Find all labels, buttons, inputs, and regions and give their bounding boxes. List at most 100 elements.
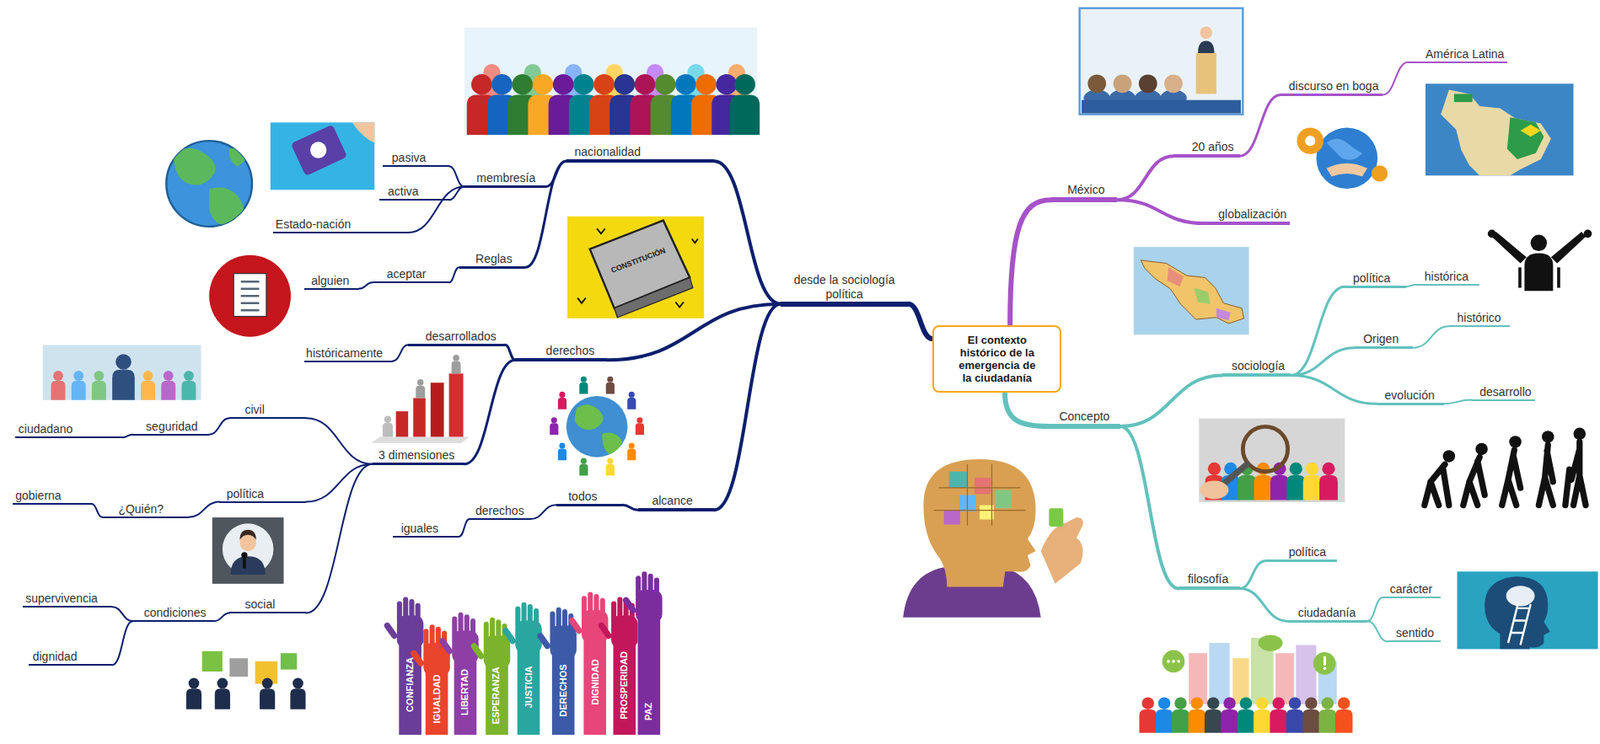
raised-hands-illustration — [485, 658, 509, 736]
bar-chart-illustration — [382, 416, 393, 438]
latin-america-map — [1520, 124, 1541, 138]
raised-hands-illustration — [617, 597, 623, 624]
topic-text: Origen — [1363, 332, 1399, 347]
topic-text: desde la sociología política — [785, 273, 904, 302]
topic-text: derechos — [546, 343, 596, 359]
topic-node: política — [219, 487, 307, 504]
topic-node: pasiva — [382, 150, 450, 167]
raised-hands-illustration — [515, 606, 521, 629]
bar-chart-illustration — [371, 354, 470, 444]
city-people-illustration — [1335, 697, 1354, 733]
raised-hands-illustration — [521, 602, 527, 629]
raised-hands-illustration — [423, 628, 429, 652]
constitution-book-illustration — [567, 216, 704, 319]
city-people-illustration — [1166, 660, 1171, 664]
raised-hands-illustration — [451, 617, 457, 640]
topic-node: ciudadano — [15, 422, 123, 439]
topic-node: histórico — [1449, 311, 1511, 328]
constitution-book-illustration — [577, 228, 698, 307]
branch-connector — [112, 621, 133, 666]
flags-people-illustration — [464, 27, 758, 135]
topic-node: Reglas — [459, 252, 527, 269]
speaker-illustration — [212, 517, 285, 585]
speaker-illustration — [222, 523, 274, 575]
city-people-illustration — [1257, 634, 1283, 651]
branch-connector — [1290, 348, 1355, 376]
puzzle-head-illustration — [994, 489, 1011, 509]
puzzle-head-illustration — [949, 472, 968, 489]
lecture-illustration — [1079, 8, 1244, 115]
topic-node: sentido — [1387, 626, 1441, 643]
topic-node: 3 dimensiones — [372, 448, 465, 466]
topic-text: condiciones — [144, 606, 207, 621]
central-topic-text: El contexto histórico de la emergencia d… — [954, 333, 1040, 385]
branch-connector — [1240, 561, 1266, 590]
topic-text: política — [1288, 545, 1327, 560]
topic-node: desarrollo — [1471, 385, 1535, 402]
hand-word: DIGNIDAD — [590, 660, 600, 706]
lecture-illustration — [1164, 74, 1183, 93]
topic-text: desarrollo — [1479, 385, 1531, 400]
globe-icon — [166, 140, 253, 227]
branch-connector — [530, 504, 556, 520]
city-people-illustration — [1176, 660, 1181, 664]
magnifier-crowd-illustration — [1286, 462, 1305, 501]
hand-word: IGUALDAD — [432, 674, 442, 724]
handshake-globe-illustration — [1296, 127, 1323, 154]
magnifier-crowd-illustration — [1200, 480, 1230, 500]
city-people-illustration — [1302, 697, 1321, 733]
mexico-map — [1133, 246, 1250, 335]
evolution-silhouettes — [1424, 441, 1586, 505]
lecture-illustration — [1113, 74, 1133, 93]
raised-hands-illustration — [552, 648, 575, 736]
branch-connector — [622, 504, 638, 511]
raised-hands-illustration — [438, 612, 479, 736]
city-people-illustration — [1188, 697, 1207, 733]
raised-hands-illustration — [501, 602, 543, 736]
orator-silhouette — [1492, 231, 1586, 264]
book-title: CONSTITUCIÓN — [610, 246, 667, 275]
world-children-illustration — [601, 433, 623, 457]
tablet-illustration — [290, 124, 348, 177]
handshake-globe-illustration — [1326, 139, 1363, 161]
raised-hands-illustration — [635, 575, 641, 599]
raised-hands-illustration — [457, 612, 463, 639]
central-topic-box: El contexto histórico de la emergencia d… — [932, 325, 1062, 393]
world-children-illustration — [549, 376, 645, 477]
branch-connector — [1367, 597, 1383, 622]
raised-hands-illustration — [438, 637, 454, 656]
city-people-illustration — [1162, 650, 1186, 674]
lecture-illustration — [1197, 40, 1214, 54]
brain-ladder-illustration — [1508, 602, 1531, 646]
raised-hands-illustration — [536, 632, 552, 651]
topic-text: 20 años — [1191, 139, 1235, 155]
branch-connector — [1120, 426, 1179, 589]
topic-node: aceptar — [372, 267, 450, 284]
branch-connector — [907, 304, 933, 339]
topic-node: filosofía — [1178, 572, 1241, 591]
topic-text: alcance — [651, 493, 693, 509]
brain-ladder-illustration — [1457, 571, 1599, 650]
topic-node: membresía — [464, 171, 547, 188]
evolution-silhouettes — [1502, 450, 1521, 505]
world-children-illustration — [558, 391, 567, 410]
flags-people-illustration — [730, 74, 760, 135]
topic-text: iguales — [401, 521, 439, 537]
topic-text: civil — [245, 402, 265, 418]
globe-icon — [173, 148, 216, 186]
topic-node: ciudadanía — [1288, 606, 1368, 623]
topic-text: evolución — [1385, 388, 1435, 403]
topic-node: histórica — [1416, 269, 1480, 286]
raised-hands-illustration — [638, 612, 661, 736]
lecture-illustration — [1138, 74, 1158, 93]
latin-america-map — [1454, 93, 1473, 103]
city-people-illustration — [1319, 697, 1337, 733]
raised-hands-illustration — [382, 622, 398, 641]
topic-text: Reglas — [475, 252, 513, 267]
orator-silhouette — [1487, 230, 1497, 239]
topic-node: Estado-nación — [273, 217, 409, 234]
lecture-illustration — [1200, 26, 1214, 39]
evolution-silhouettes — [1443, 428, 1586, 463]
evolution-silhouettes — [1541, 430, 1555, 444]
raised-hands-illustration — [587, 592, 593, 619]
